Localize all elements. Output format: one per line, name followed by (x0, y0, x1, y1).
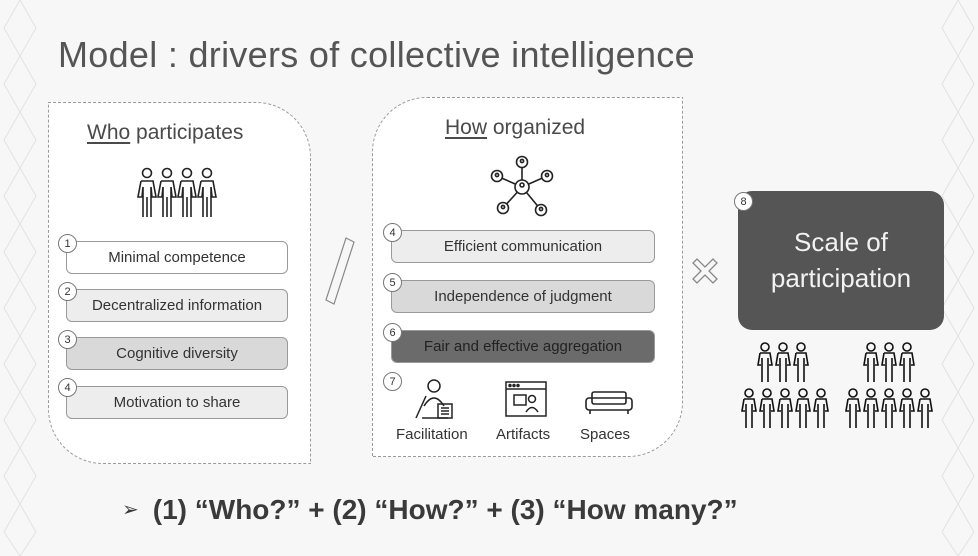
network-icon (490, 155, 554, 217)
who-item-4: Motivation to share (66, 386, 288, 419)
slash-divider (325, 237, 355, 305)
tool-facilitation-label: Facilitation (396, 426, 468, 443)
how-item-5: Independence of judgment (391, 280, 655, 313)
how-item-5-number: 5 (383, 273, 402, 292)
how-tools-number: 7 (383, 372, 402, 391)
crowd-icon (741, 342, 933, 429)
how-item-4-number: 4 (383, 223, 402, 242)
facilitator-icon (415, 379, 453, 419)
people-group-icon (137, 167, 217, 218)
who-panel-title: Who participates (87, 121, 244, 144)
who-item-3: Cognitive diversity (66, 337, 288, 370)
whiteboard-icon (505, 381, 547, 417)
how-item-4: Efficient communication (391, 230, 655, 263)
who-item-2-number: 2 (58, 282, 77, 301)
slide-title: Model : drivers of collective intelligen… (58, 34, 695, 75)
how-panel-title: How organized (445, 116, 586, 139)
how-item-6: Fair and effective aggregation (391, 330, 655, 363)
scale-number: 8 (734, 192, 753, 211)
bottom-summary: ➢(1) “Who?” + (2) “How?” + (3) “How many… (122, 494, 738, 525)
who-item-1-number: 1 (58, 234, 77, 253)
how-item-6-number: 6 (383, 323, 402, 342)
who-item-3-number: 3 (58, 330, 77, 349)
sofa-icon (585, 391, 633, 414)
arrow-bullet-icon: ➢ (122, 499, 139, 521)
left-border-pattern (3, 0, 37, 556)
times-icon (692, 258, 718, 284)
who-item-4-number: 4 (58, 378, 77, 397)
right-border-pattern (941, 0, 975, 556)
tool-spaces-label: Spaces (580, 426, 631, 443)
who-item-1: Minimal competence (66, 241, 288, 274)
how-panel: How organized (372, 97, 683, 457)
tool-artifacts-label: Artifacts (496, 426, 551, 443)
who-item-2: Decentralized information (66, 289, 288, 322)
